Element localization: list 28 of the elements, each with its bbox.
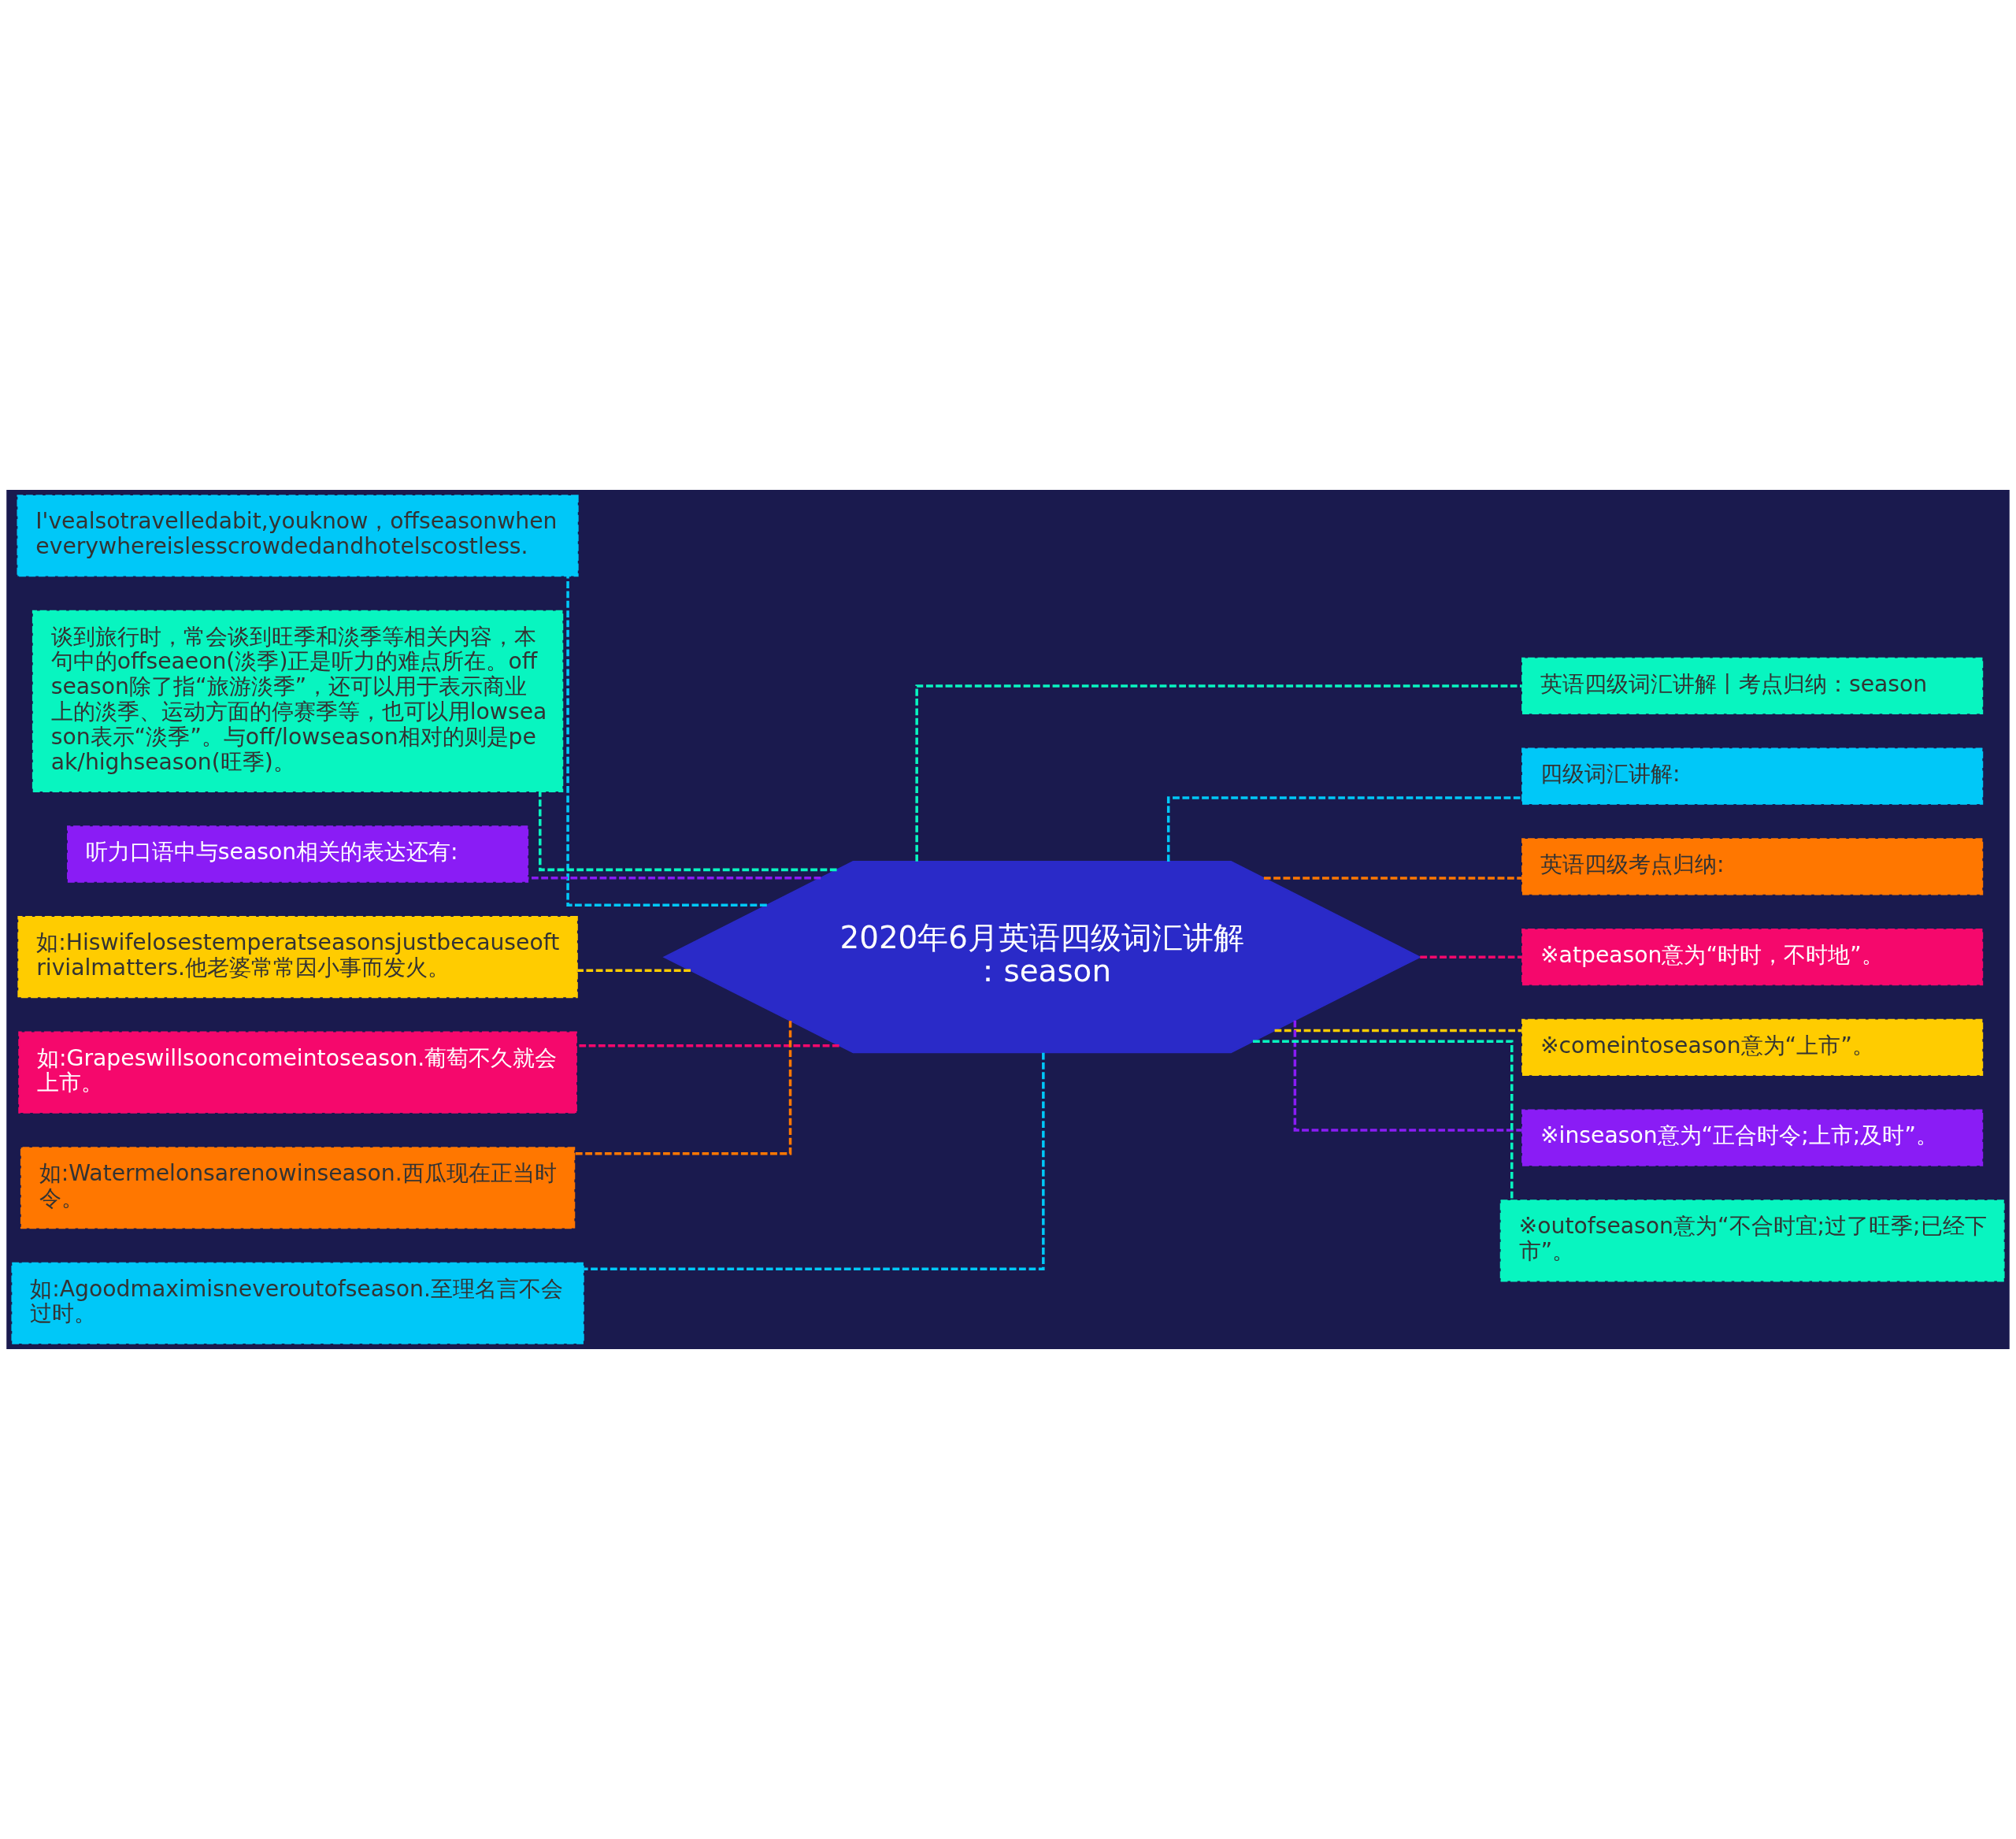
node-box: 如:Agoodmaximisneveroutofseason.至理名言不会过时。	[11, 1262, 584, 1344]
node-box: 听力口语中与season相关的表达还有:	[67, 825, 529, 883]
connector	[584, 1052, 1045, 1270]
node-box: 四级词汇讲解:	[1521, 747, 1984, 805]
connector	[528, 876, 821, 880]
node-box: ※outofseason意为“不合时宜;过了旺季;已经下市”。	[1499, 1199, 2005, 1282]
node-box: ※atpeason意为“时时，不时地”。	[1521, 928, 1984, 986]
connector	[1274, 1029, 1522, 1033]
node-box: 谈到旅行时，常会谈到旺季和淡季等相关内容，本句中的offseaeon(淡季)正是听力的难点所在。offseason除了指“旅游淡季”，还可以用于表示商业上的淡季、运动方面的停赛季等，也可以用lowseason表示“淡季”。与off/lowseason相对的则是peak/highseason(旺季)。	[32, 610, 564, 792]
connector	[1263, 877, 1522, 880]
connector	[566, 576, 767, 907]
connector	[1166, 796, 1522, 862]
node-box: 如:Hiswifelosestemperatseasonsjustbecauseoftrivialmatters.他老婆常常因小事而发火。	[17, 916, 578, 999]
connector	[1293, 1020, 1522, 1132]
node-box: ※comeintoseason意为“上市”。	[1521, 1018, 1984, 1077]
node-box: 英语四级考点归纳:	[1521, 838, 1984, 895]
connector	[915, 684, 1522, 862]
connector	[1420, 955, 1522, 958]
connector	[577, 969, 691, 972]
node-box: I'vealsotravelledabit,youknow，offseasonwheneverywhereislesscrowdedandhotelscostless.	[17, 495, 579, 577]
node-box: 如:Grapeswillsooncomeintoseason.葡萄不久就会上市。	[18, 1031, 577, 1114]
node-box: ※inseason意为“正合时令;上市;及时”。	[1521, 1109, 1984, 1166]
connector	[574, 1021, 792, 1155]
node-box: 英语四级词汇讲解丨考点归纳：season	[1521, 657, 1984, 715]
node-box: 如:Watermelonsarenowinseason.西瓜现在正当时令。	[20, 1147, 576, 1229]
connector	[576, 1044, 839, 1047]
connector	[539, 792, 837, 872]
connector	[1252, 1040, 1514, 1200]
